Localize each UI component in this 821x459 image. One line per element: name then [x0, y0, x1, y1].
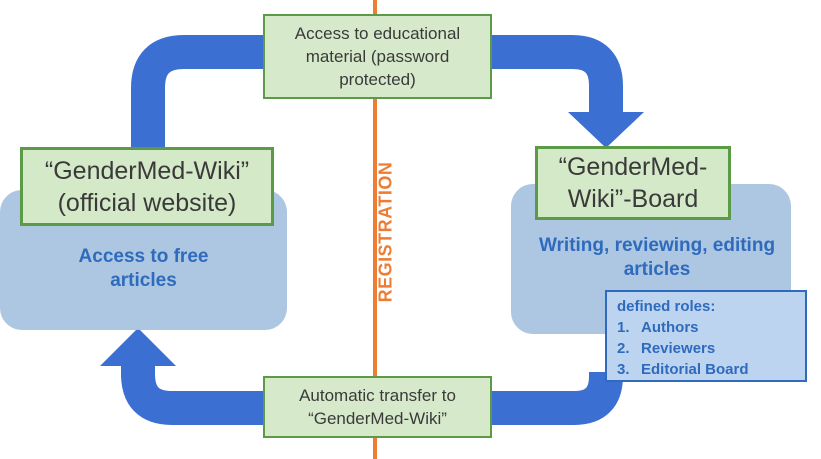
arrow-top-right [480, 35, 623, 118]
role-number: 3. [617, 361, 630, 378]
roles-box: defined roles: 1. Authors 2. Reviewers 3… [605, 290, 807, 382]
arrow-head-down [568, 112, 644, 148]
bottom-box-line-2: “GenderMed-Wiki” [308, 409, 447, 428]
left-title-line-1: “GenderMed-Wiki” [44, 156, 250, 185]
right-panel-text: Writing, reviewing, editing articles [511, 234, 803, 282]
left-panel-line-1: Access to free [78, 246, 209, 267]
registration-text: REGISTRATION [375, 161, 396, 303]
arrow-bottom-left [121, 362, 280, 425]
top-access-box: Access to educational material (password… [263, 14, 492, 99]
role-label-authors: Authors [641, 319, 699, 336]
left-panel-text: Access to free articles [0, 245, 287, 293]
role-item: 1. Authors [617, 317, 795, 338]
top-box-line-1: Access to educational [294, 24, 461, 43]
right-title-line-1: “GenderMed- [558, 153, 708, 181]
right-title-line-2: Wiki”-Board [567, 185, 699, 213]
right-panel-line-1: Writing, reviewing, editing [538, 235, 776, 256]
right-panel-line-2: articles [623, 259, 691, 280]
top-box-line-2: material (password [305, 47, 450, 66]
role-label-reviewers: Reviewers [641, 340, 716, 357]
left-title-box: “GenderMed-Wiki” (official website) [20, 147, 274, 226]
left-panel-line-2: articles [110, 270, 177, 291]
role-item: 2. Reviewers [617, 338, 795, 359]
role-number: 2. [617, 340, 630, 357]
arrow-top-left [131, 35, 280, 150]
bottom-transfer-box: Automatic transfer to “GenderMed-Wiki” [263, 376, 492, 438]
role-number: 1. [617, 319, 630, 336]
arrow-bottom-right [480, 372, 623, 425]
role-item: 3. Editorial Board [617, 359, 795, 380]
bottom-box-line-1: Automatic transfer to [299, 386, 456, 405]
role-label-editorial-board: Editorial Board [641, 361, 749, 378]
right-title-box: “GenderMed- Wiki”-Board [535, 146, 731, 220]
roles-heading: defined roles: [617, 298, 716, 315]
top-box-line-3: protected) [339, 70, 416, 89]
left-title-line-2: (official website) [57, 188, 237, 217]
arrow-head-up [100, 328, 176, 366]
